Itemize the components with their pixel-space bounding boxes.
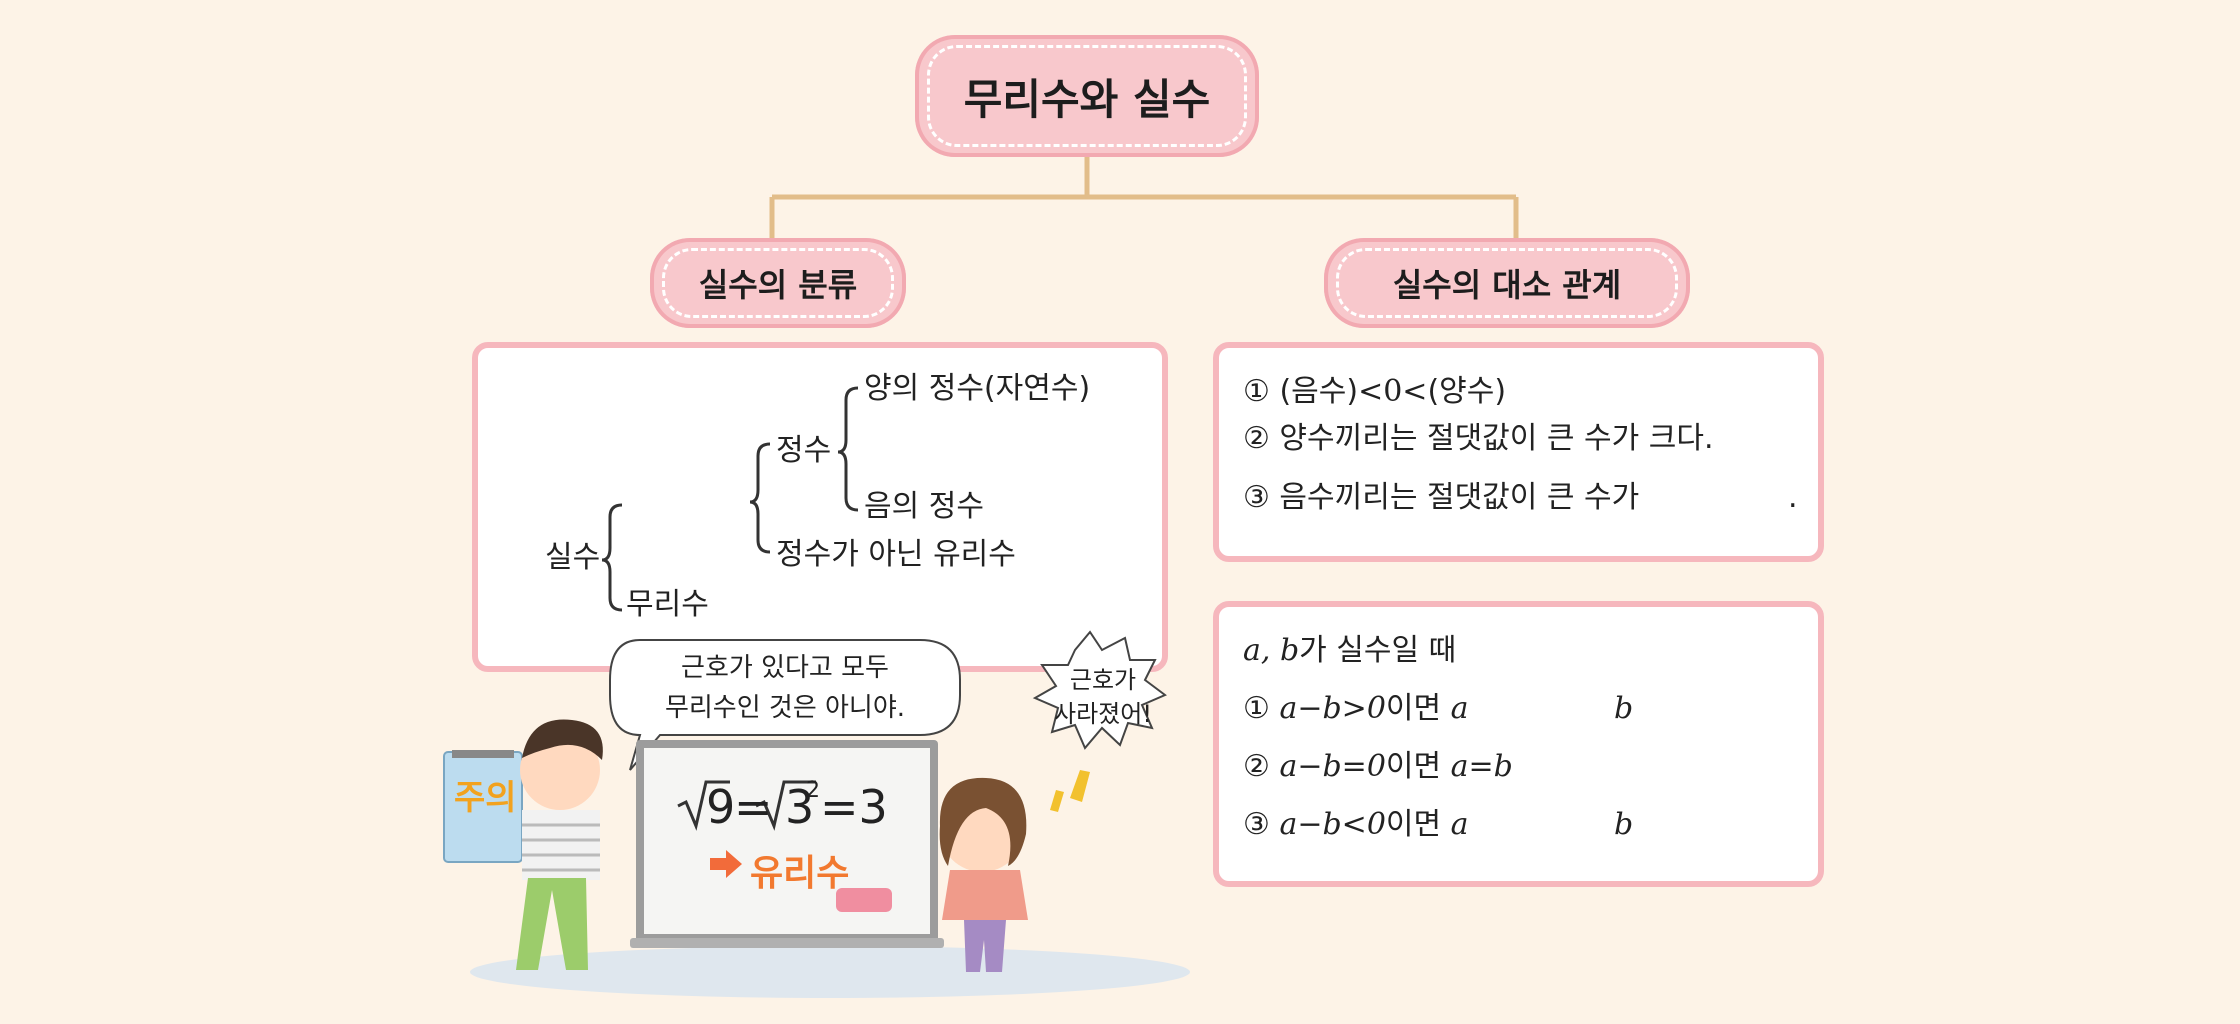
c1-expression: a−b>0	[1279, 691, 1386, 726]
board-equals-3: =3	[820, 780, 888, 834]
classification-box	[472, 342, 1168, 672]
bubble-line-2: 무리수인 것은 아니야.	[664, 693, 906, 724]
comparison-2: ② a−b=0이면 a=b	[1243, 752, 1513, 782]
board-nine: 9	[706, 780, 736, 834]
c3-expression: a−b<0	[1279, 807, 1386, 842]
c2-number: ②	[1243, 749, 1270, 784]
comparison-box	[1213, 601, 1824, 887]
order-rules-box	[1213, 342, 1824, 562]
rule-1-positive: (양수)	[1427, 374, 1507, 409]
board-rational-label: 유리수	[750, 853, 850, 894]
non-integer-rational: 정수가 아닌 유리수	[776, 537, 1016, 572]
title-pill: 무리수와 실수	[915, 35, 1259, 157]
c1-b: b	[1614, 691, 1634, 726]
c2-text: 이면	[1385, 749, 1442, 784]
c3-a: a	[1450, 807, 1469, 842]
rule-1-zero: 0	[1383, 374, 1403, 409]
real: 실수	[545, 540, 601, 575]
right-header-pill: 실수의 대소 관계	[1324, 238, 1690, 328]
rule-3-period: .	[1788, 480, 1798, 515]
rule-3: ③ 음수끼리는 절댓값이 큰 수가	[1243, 480, 1640, 515]
bubble-line-1: 근호가 있다고 모두	[681, 653, 889, 683]
comparison-intro: a, b가 실수일 때	[1243, 636, 1456, 666]
c3-text: 이면	[1385, 807, 1442, 842]
rule-1-lt-b: <	[1402, 374, 1428, 409]
rule-2: ② 양수끼리는 절댓값이 큰 수가 크다.	[1243, 421, 1714, 456]
negative-integer: 음의 정수	[864, 489, 984, 524]
c2-expression: a−b=0	[1279, 749, 1386, 784]
rule-1: ① (음수)<0<(양수)	[1243, 377, 1506, 407]
board-equals-1: =	[734, 780, 773, 834]
page-title: 무리수와 실수	[963, 74, 1211, 124]
intro-vars: a, b	[1243, 633, 1300, 668]
right-header: 실수의 대소 관계	[1392, 266, 1622, 304]
intro-text: 가 실수일 때	[1299, 633, 1457, 668]
illustration: 근호가 있다고 모두 무리수인 것은 아니야. 근호가 사라졌어! 주의 9 =…	[430, 620, 1190, 1000]
rule-1-number: ①	[1243, 374, 1270, 409]
comparison-1: ① a−b>0이면 a	[1243, 694, 1469, 724]
c2-result: a=b	[1450, 749, 1513, 784]
caution-label: 주의	[454, 778, 517, 818]
board-three: 3	[785, 780, 815, 834]
boy-speech-bubble: 근호가 있다고 모두 무리수인 것은 아니야.	[615, 648, 955, 729]
girl-line-1: 근호가	[1069, 666, 1137, 694]
c3-b: b	[1614, 807, 1634, 842]
irrational: 무리수	[626, 587, 709, 622]
comparison-3: ③ a−b<0이면 a	[1243, 810, 1469, 840]
left-header-pill: 실수의 분류	[650, 238, 906, 328]
girl-line-2: 사라졌어!	[1054, 699, 1152, 728]
c1-number: ①	[1243, 691, 1270, 726]
illustration-art	[443, 630, 1190, 998]
c1-a: a	[1450, 691, 1469, 726]
board-exponent: 2	[806, 778, 820, 803]
c1-text: 이면	[1385, 691, 1442, 726]
girl-speech-bubble: 근호가 사라졌어!	[1045, 664, 1161, 731]
positive-integer: 양의 정수(자연수)	[864, 371, 1091, 406]
left-header: 실수의 분류	[698, 266, 858, 304]
c3-number: ③	[1243, 807, 1270, 842]
rule-1-lt-a: <	[1358, 374, 1384, 409]
integer: 정수	[776, 433, 832, 468]
rule-1-negative: (음수)	[1279, 374, 1359, 409]
